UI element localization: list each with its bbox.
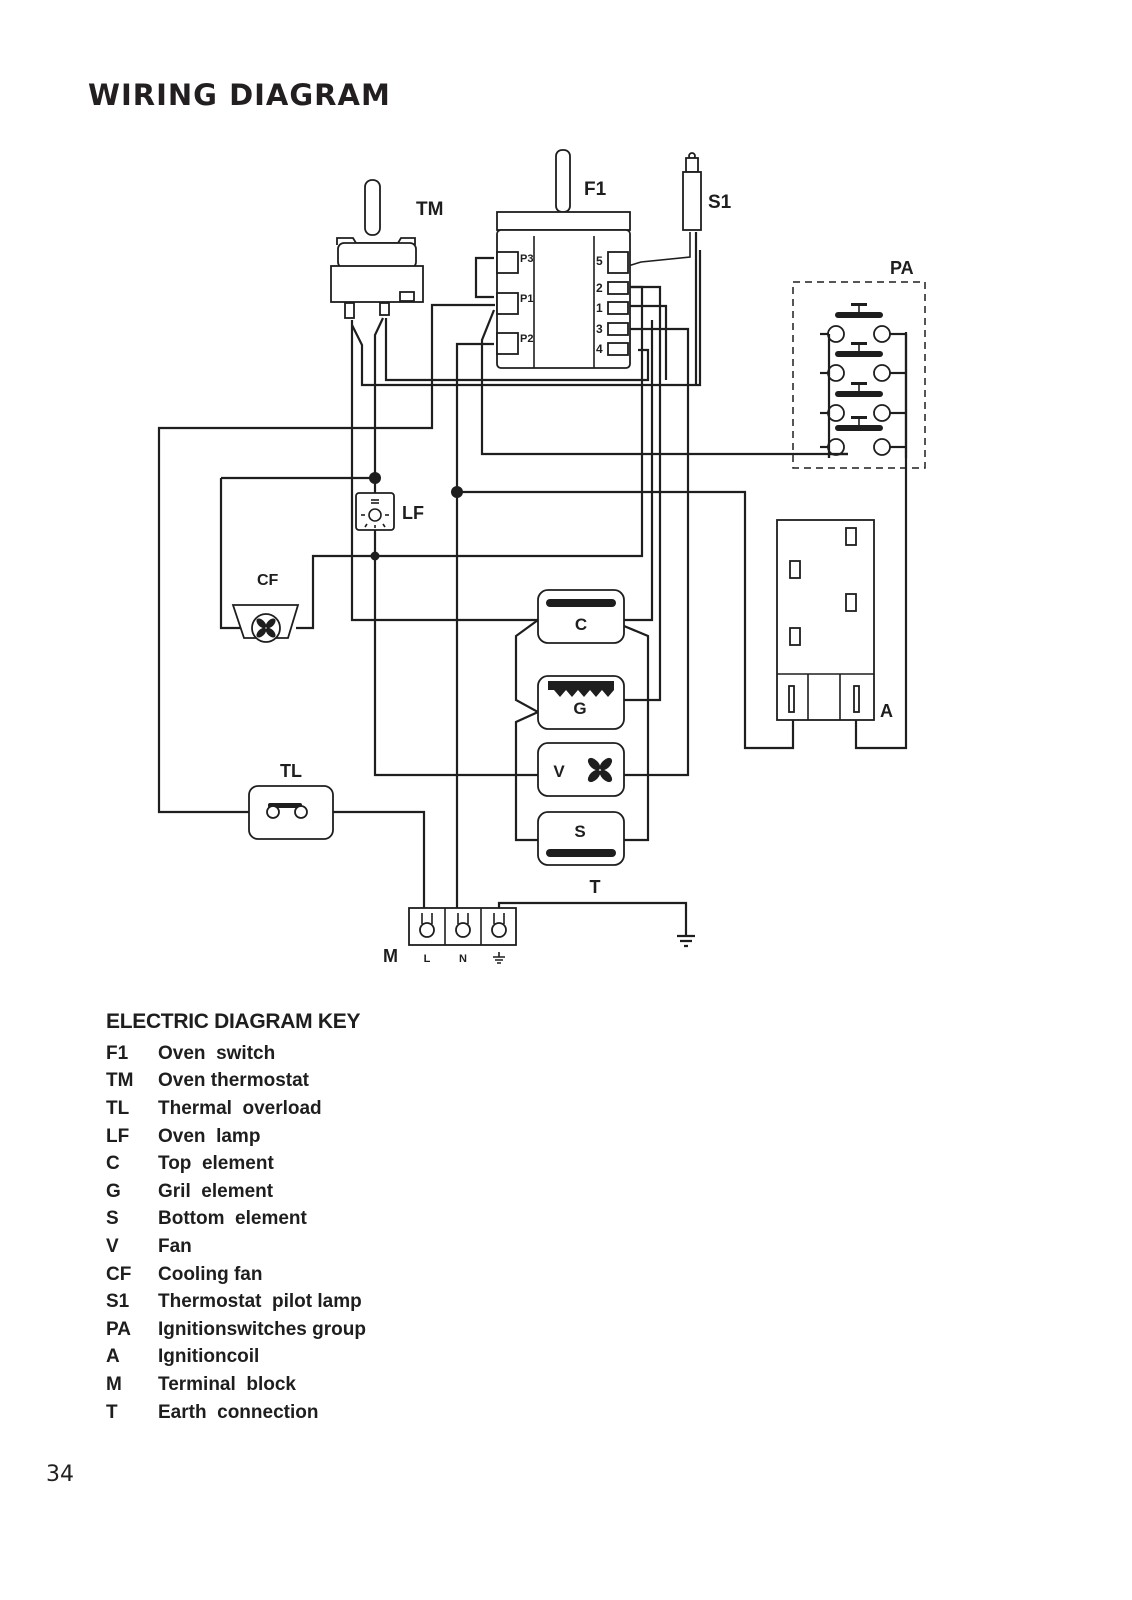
port-P1: P1 — [520, 293, 533, 305]
label-A: A — [880, 701, 893, 721]
push-switch-icon — [820, 382, 906, 422]
port-2: 2 — [596, 281, 603, 295]
label-S1: S1 — [708, 192, 732, 213]
label-T: T — [590, 877, 601, 897]
label-C: C — [575, 615, 587, 634]
key-item: CF Cooling fan — [106, 1261, 366, 1289]
terminal-screw-icon — [491, 913, 507, 938]
key-description: Ignitioncoil — [158, 1346, 260, 1368]
key-item: C Top element — [106, 1150, 366, 1178]
terminal-screw-icon — [455, 913, 471, 938]
label-TL: TL — [280, 761, 302, 781]
key-item: V Fan — [106, 1233, 366, 1261]
key-description: Thermal overload — [158, 1097, 322, 1119]
label-F1: F1 — [584, 179, 607, 200]
key-code: TL — [106, 1097, 130, 1119]
page-title: WIRING DIAGRAM — [88, 78, 391, 112]
label-CF: CF — [257, 572, 279, 589]
key-item: S1 Thermostat pilot lamp — [106, 1288, 366, 1316]
key-item: S Bottom element — [106, 1206, 366, 1234]
key-code: T — [106, 1401, 118, 1423]
key-item: LF Oven lamp — [106, 1123, 366, 1151]
key-description: Oven lamp — [158, 1125, 261, 1147]
cooling-fan: CF — [231, 572, 300, 643]
key-description: Earth connection — [158, 1401, 319, 1423]
key-code: A — [106, 1346, 120, 1368]
label-G: G — [573, 699, 586, 718]
key-code: F1 — [106, 1042, 129, 1064]
key-description: Gril element — [158, 1180, 274, 1202]
fan: V — [537, 742, 625, 797]
oven-switch: P3 P1 P2 5 2 1 3 4 F1 — [496, 149, 631, 369]
key-description: Oven switch — [158, 1042, 276, 1064]
label-PA: PA — [890, 258, 914, 278]
label-V: V — [553, 762, 565, 781]
thermal-overload: TL — [248, 761, 334, 840]
label-M: M — [383, 946, 398, 966]
terminal-block: M L N — [383, 907, 517, 966]
thermostat-pilot-lamp: S1 — [682, 152, 732, 231]
key-code: PA — [106, 1318, 131, 1340]
key-description: Ignitionswitches group — [158, 1318, 366, 1340]
wires — [157, 232, 908, 948]
earth-connection: T — [590, 877, 601, 897]
port-4: 4 — [596, 342, 603, 356]
key-description: Bottom element — [158, 1208, 307, 1230]
key-code: LF — [106, 1125, 130, 1147]
key-code: S1 — [106, 1291, 130, 1313]
key-title: ELECTRIC DIAGRAM KEY — [106, 1010, 361, 1033]
key-item: TM Oven thermostat — [106, 1068, 366, 1096]
top-element: C — [537, 589, 625, 644]
key-item: G Gril element — [106, 1178, 366, 1206]
terminal-screw-icon — [419, 913, 435, 938]
key-description: Top element — [158, 1153, 274, 1175]
push-switch-icon — [820, 416, 906, 456]
port-5: 5 — [596, 254, 603, 268]
key-code: M — [106, 1373, 122, 1395]
key-item: F1 Oven switch — [106, 1040, 366, 1068]
key-code: G — [106, 1180, 121, 1202]
terminal-L: L — [424, 953, 431, 965]
terminal-N: N — [459, 953, 467, 965]
key-item: T Earth connection — [106, 1399, 366, 1427]
wiring-diagram: TM P3 P1 P2 5 2 1 3 4 F1 S1 — [157, 149, 926, 966]
fan-icon — [587, 757, 613, 783]
push-switch-icon — [820, 303, 906, 343]
key-description: Terminal block — [158, 1373, 296, 1395]
push-switch-icon — [820, 342, 906, 382]
key-item: A Ignitioncoil — [106, 1344, 366, 1372]
ignition-coil: A — [776, 519, 893, 721]
lamp-icon — [355, 492, 395, 531]
key-description: Cooling fan — [158, 1263, 263, 1285]
port-1: 1 — [596, 301, 603, 315]
port-P2: P2 — [520, 333, 533, 345]
key-code: C — [106, 1153, 120, 1175]
key-code: TM — [106, 1070, 134, 1092]
page-number: 34 — [46, 1462, 74, 1487]
key-code: CF — [106, 1263, 132, 1285]
grill-element: G — [537, 675, 625, 730]
key-description: Oven thermostat — [158, 1070, 309, 1092]
oven-lamp: LF — [355, 492, 424, 531]
key-code: S — [106, 1208, 119, 1230]
label-S: S — [574, 822, 585, 841]
key-description: Fan — [158, 1235, 192, 1257]
ignition-switches-group: PA — [792, 258, 926, 469]
port-P3: P3 — [520, 253, 533, 265]
port-3: 3 — [596, 322, 603, 336]
oven-thermostat: TM — [330, 179, 443, 319]
earth-icon — [493, 952, 505, 964]
bottom-element: S — [537, 811, 625, 866]
key-description: Thermostat pilot lamp — [158, 1291, 362, 1313]
key-item: PA Ignitionswitches group — [106, 1316, 366, 1344]
fan-icon — [256, 618, 276, 638]
label-TM: TM — [416, 199, 443, 220]
key-code: V — [106, 1235, 119, 1257]
label-LF: LF — [402, 503, 424, 523]
key-item: TL Thermal overload — [106, 1095, 366, 1123]
key-item: M Terminal block — [106, 1371, 366, 1399]
